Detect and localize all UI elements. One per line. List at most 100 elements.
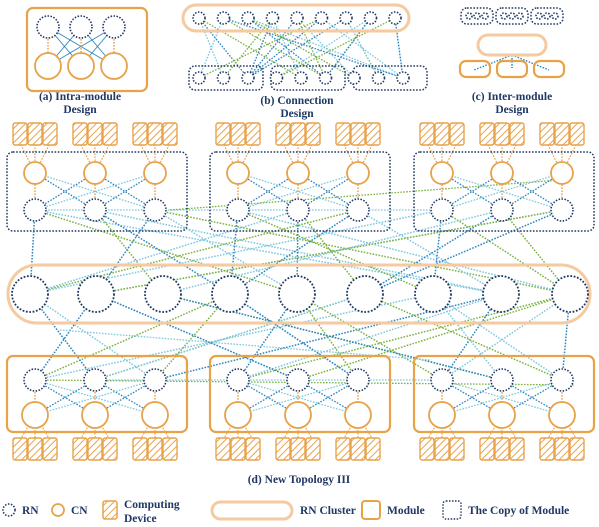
legend-cn-label: CN (71, 505, 88, 517)
connection-line (139, 414, 156, 441)
cn-node (284, 401, 312, 429)
cn-node (428, 401, 456, 429)
rn-node (314, 11, 329, 25)
computing-device (350, 437, 366, 461)
rn-node (516, 12, 524, 20)
cn-node (344, 401, 372, 429)
connection-line (247, 17, 347, 79)
rn-node (77, 275, 115, 313)
connection-line (229, 209, 359, 295)
computing-device (569, 437, 585, 461)
rn-node (11, 275, 49, 313)
cn-node (67, 52, 95, 80)
computing-device (27, 437, 43, 461)
connection-line (276, 17, 371, 79)
connection-line (357, 209, 502, 295)
module-copy-box (495, 7, 529, 25)
connection-line (79, 414, 96, 441)
rn-node (69, 15, 93, 39)
connection-line (34, 142, 51, 174)
legend-module-icon (361, 500, 381, 520)
connection-line (198, 17, 225, 79)
rn-node (346, 198, 370, 222)
rn-node (143, 198, 167, 222)
connection-line (29, 209, 443, 295)
computing-device (132, 122, 148, 146)
cn-node (346, 161, 370, 185)
module-copy-box (413, 151, 595, 232)
connection-line (486, 414, 503, 441)
connection-line (222, 414, 239, 441)
rn-node (269, 71, 284, 85)
connection-line (324, 17, 372, 79)
diagram-shapes (5, 3, 596, 461)
computing-device (215, 437, 231, 461)
rn-node (346, 368, 370, 392)
legend-copy-label: The Copy of Module (468, 505, 569, 517)
module-box (458, 59, 492, 79)
cn-node (34, 52, 62, 80)
rn-cluster (6, 263, 592, 325)
cn-node (550, 161, 574, 185)
rn-node (430, 198, 454, 222)
caption-a-line1: (a) Intra-module (39, 91, 121, 103)
connection-line (34, 209, 298, 295)
connection-line (154, 142, 171, 174)
rn-node (226, 198, 250, 222)
connection-line (486, 142, 503, 174)
connection-line (546, 414, 563, 441)
connection-line (345, 17, 380, 79)
connection-line (297, 142, 314, 174)
connection-line (364, 209, 563, 295)
computing-device (434, 437, 450, 461)
rn-cluster (476, 33, 548, 57)
connection-line (237, 209, 571, 295)
rn-node (550, 198, 574, 222)
connection-line (247, 17, 404, 79)
rn-node (23, 198, 47, 222)
connection-line (154, 414, 171, 441)
computing-device (509, 437, 525, 461)
module-copy-box (530, 7, 564, 25)
rn-node (490, 198, 514, 222)
connection-line (321, 17, 404, 79)
cn-node (143, 161, 167, 185)
computing-device (132, 437, 148, 461)
connection-line (297, 293, 571, 381)
computing-device (554, 122, 570, 146)
connection-line (342, 142, 359, 174)
computing-device (12, 437, 28, 461)
connection-line (296, 17, 327, 79)
rn-node (192, 11, 206, 25)
rn-node (36, 15, 60, 39)
connection-line (441, 293, 502, 381)
connection-line (29, 209, 299, 295)
connection-line (237, 142, 254, 174)
computing-device (245, 437, 261, 461)
module-copy-box (6, 151, 188, 232)
rn-node (241, 71, 255, 85)
connection-line (223, 17, 326, 79)
computing-device (162, 122, 178, 146)
rn-node (318, 71, 333, 85)
connection-line (296, 17, 355, 79)
computing-device (539, 437, 555, 461)
connection-line (223, 17, 404, 79)
cn-node (21, 401, 49, 429)
connection-line (94, 293, 366, 381)
computing-device (42, 122, 58, 146)
connection-line (426, 142, 443, 174)
rn-node (482, 275, 520, 313)
connection-line (19, 142, 36, 174)
computing-device (479, 122, 495, 146)
computing-device (230, 437, 246, 461)
connection-line (342, 414, 359, 441)
legend-module-label: Module (387, 505, 425, 517)
module-box (5, 354, 189, 434)
computing-device (335, 122, 351, 146)
computing-device (539, 122, 555, 146)
connection-line (79, 142, 96, 174)
computing-device (230, 122, 246, 146)
computing-device (569, 122, 585, 146)
rn-node (551, 275, 589, 313)
